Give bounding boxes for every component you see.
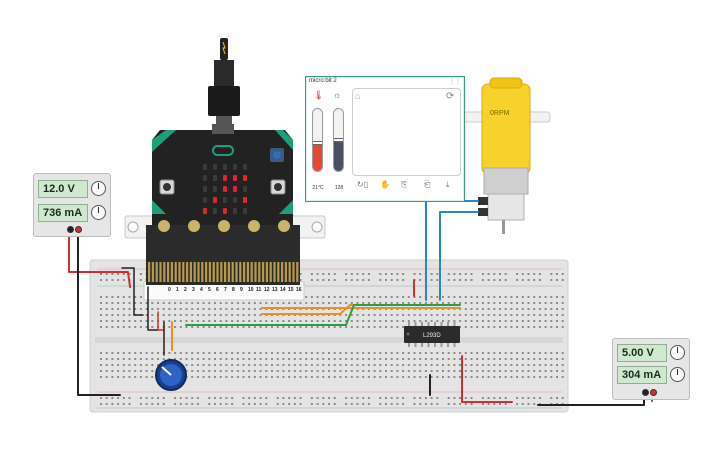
psu-right-voltage-display: 5.00 V: [617, 344, 667, 362]
power-supply-left[interactable]: 12.0 V 736 mA: [33, 173, 111, 237]
led-pixel: [223, 175, 227, 181]
psu-right-voltage: 5.00 V: [622, 347, 654, 359]
dc-motor[interactable]: [461, 77, 551, 234]
thermometer-icon: 🌡: [313, 90, 325, 100]
pin-label: 6: [216, 287, 219, 293]
psu-left-voltage: 12.0 V: [43, 183, 75, 195]
led-pixel: [233, 186, 237, 192]
rotate-icon[interactable]: ⟳: [446, 91, 455, 102]
pin-label: 5: [208, 287, 211, 293]
l293d-chip[interactable]: [404, 322, 460, 347]
pin-label: 16: [296, 287, 302, 293]
microbit-board[interactable]: [146, 124, 300, 285]
psu-left-current-knob[interactable]: [91, 205, 106, 220]
home-icon[interactable]: ⌂: [355, 91, 361, 101]
pin-label: 12: [264, 287, 270, 293]
pin-label: 8: [232, 287, 235, 293]
psu-left-voltage-display: 12.0 V: [38, 180, 88, 198]
led-pixel: [223, 208, 227, 214]
pin-label: 9: [240, 287, 243, 293]
psu-right-current-knob[interactable]: [670, 367, 685, 382]
led-pixel: [213, 164, 217, 170]
face-up-icon[interactable]: ⎘: [401, 180, 408, 189]
led-pixel: [213, 197, 217, 203]
pin-label: 4: [200, 287, 203, 293]
panel-drag-handle-icon[interactable]: ⋮⋮: [449, 79, 461, 85]
psu-right-voltage-knob[interactable]: [670, 345, 685, 360]
led-matrix: [203, 164, 247, 214]
light-value: 128: [334, 185, 344, 191]
led-pixel: [233, 197, 237, 203]
led-pixel: [243, 208, 247, 214]
chip-label: L293D: [423, 333, 441, 339]
led-pixel: [223, 186, 227, 192]
led-pixel: [223, 197, 227, 203]
temperature-value: 21°C: [312, 185, 324, 191]
led-pixel: [203, 175, 207, 181]
led-pixel: [243, 197, 247, 203]
shake-icon[interactable]: ↻▯: [357, 180, 369, 189]
pin-label: 11: [256, 287, 262, 293]
pin-label: 0: [168, 287, 171, 293]
tilt-icon[interactable]: ✋: [380, 180, 390, 189]
edge-connector: [148, 262, 299, 282]
led-pixel: [203, 197, 207, 203]
led-pixel: [203, 208, 207, 214]
accelerometer-view[interactable]: [352, 88, 461, 176]
pin-label: 13: [272, 287, 278, 293]
psu-left-terminal-pos[interactable]: [75, 226, 82, 233]
light-slider[interactable]: [333, 108, 344, 172]
pin-label: 1: [176, 287, 179, 293]
pin-label: 2: [184, 287, 187, 293]
led-pixel: [213, 186, 217, 192]
pin-label: 10: [248, 287, 254, 293]
freefall-icon[interactable]: ⤓: [446, 180, 450, 189]
led-pixel: [223, 164, 227, 170]
led-pixel: [213, 175, 217, 181]
led-pixel: [203, 186, 207, 192]
psu-right-terminal-neg[interactable]: [642, 389, 649, 396]
temperature-slider[interactable]: [312, 108, 323, 172]
potentiometer[interactable]: [155, 359, 187, 391]
led-pixel: [243, 164, 247, 170]
psu-left-current-display: 736 mA: [38, 204, 88, 222]
led-pixel: [233, 208, 237, 214]
psu-left-voltage-knob[interactable]: [91, 181, 106, 196]
psu-right-terminal-pos[interactable]: [650, 389, 657, 396]
led-pixel: [203, 164, 207, 170]
led-pixel: [243, 175, 247, 181]
psu-left-terminal-neg[interactable]: [67, 226, 74, 233]
pin-label: 14: [280, 287, 286, 293]
psu-right-current: 304 mA: [622, 369, 662, 381]
led-pixel: [213, 208, 217, 214]
pin-label: 15: [288, 287, 294, 293]
psu-left-current: 736 mA: [43, 207, 83, 219]
panel-title: micro:bit 2: [309, 78, 337, 84]
pin-label: 7: [224, 287, 227, 293]
usb-cable: [208, 38, 240, 126]
power-supply-right[interactable]: 5.00 V 304 mA: [612, 338, 690, 400]
led-pixel: [243, 186, 247, 192]
sun-icon: ☼: [333, 90, 342, 100]
led-pixel: [233, 175, 237, 181]
psu-right-current-display: 304 mA: [617, 366, 667, 384]
motor-rpm: 0RPM: [490, 110, 510, 117]
pin-label: 3: [192, 287, 195, 293]
face-down-icon[interactable]: ⎗: [424, 180, 431, 189]
led-pixel: [233, 164, 237, 170]
